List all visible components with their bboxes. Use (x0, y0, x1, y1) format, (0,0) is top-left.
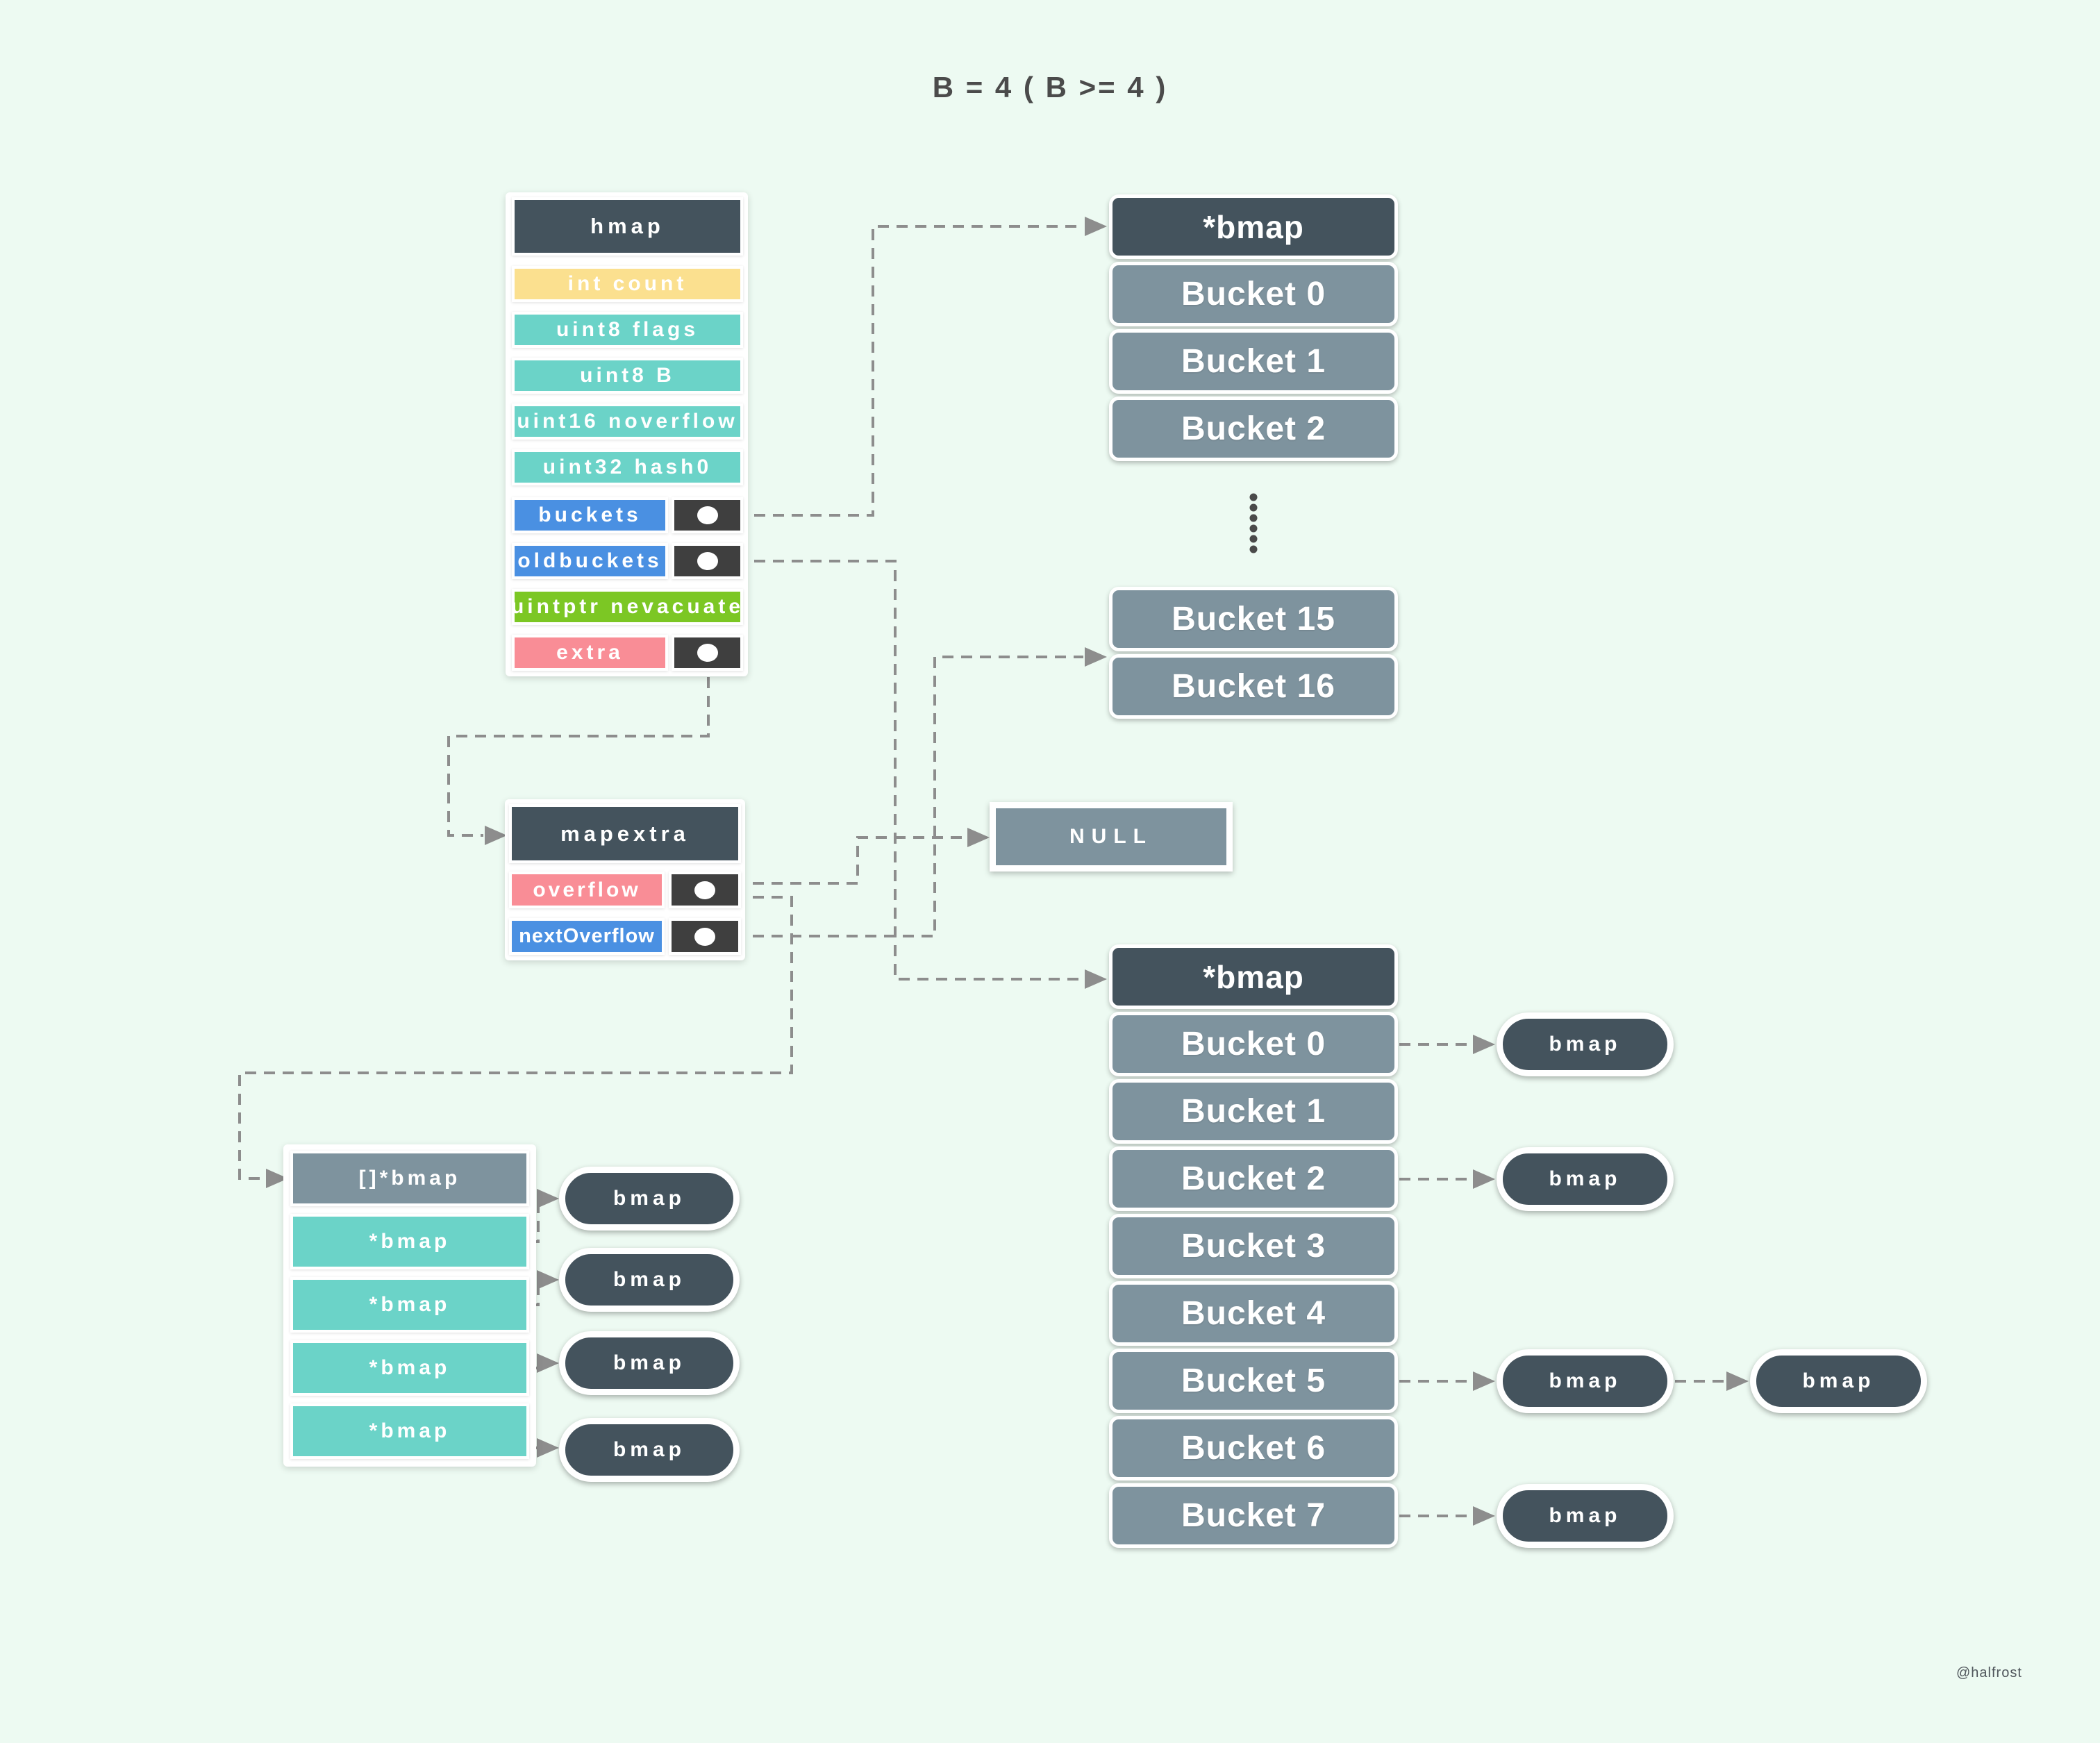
watermark: @halfrost (1956, 1665, 2022, 1681)
pointer-dot (697, 506, 718, 524)
bmap-node: bmap (559, 1331, 740, 1395)
wire-overflow-to-null (715, 836, 967, 885)
nextoverflow-pointer-cell (669, 918, 741, 955)
bmap-node: bmap (1497, 1147, 1674, 1211)
old-bucket-6: Bucket 6 (1109, 1416, 1398, 1481)
overflow-slot-1: *bmap (290, 1214, 529, 1269)
hmap-field-oldbuckets: oldbuckets (512, 543, 668, 579)
pointer-dot (694, 927, 715, 946)
wire-buckets-to-new-array (717, 225, 1083, 517)
bmap-node: bmap (559, 1418, 740, 1482)
old-bucket-7: Bucket 7 (1109, 1483, 1398, 1548)
hmap-field-flags: uint8 flags (512, 312, 743, 348)
bmap-node: bmap (559, 1248, 740, 1312)
wire-oldbuckets-to-old-array (717, 560, 1083, 981)
old-bucket-3: Bucket 3 (1109, 1214, 1398, 1278)
mapextra-field-nextoverflow: nextOverflow (509, 918, 665, 955)
old-bucket-5: Bucket 5 (1109, 1349, 1398, 1413)
oldbuckets-pointer-cell (672, 543, 743, 579)
bmap-node: bmap (1497, 1484, 1674, 1548)
pointer-dot (694, 881, 715, 899)
bmap-node: bmap (1497, 1349, 1674, 1413)
bmap-node: bmap (1750, 1349, 1927, 1413)
hmap-field-extra: extra (512, 635, 668, 671)
new-bucket-15: Bucket 15 (1109, 587, 1398, 651)
new-bucket-0: Bucket 0 (1109, 262, 1398, 326)
hmap-field-b: uint8 B (512, 358, 743, 394)
mapextra-field-overflow: overflow (509, 872, 665, 908)
overflow-slot-3: *bmap (290, 1340, 529, 1396)
hmap-field-count: int count (512, 266, 743, 302)
ellipsis-dots (1249, 493, 1258, 553)
overflow-slot-2: *bmap (290, 1277, 529, 1333)
old-bucket-1: Bucket 1 (1109, 1079, 1398, 1144)
hmap-header: hmap (512, 197, 743, 256)
diagram-title: B = 4 ( B >= 4 ) (932, 71, 1168, 103)
bmap-node: bmap (1497, 1012, 1674, 1076)
wire-nextoverflow-to-bucket16 (715, 656, 1083, 937)
old-bucket-2: Bucket 2 (1109, 1146, 1398, 1211)
new-bucket-1: Bucket 1 (1109, 329, 1398, 394)
new-array-header: *bmap (1109, 194, 1398, 259)
pointer-dot (697, 552, 718, 570)
hmap-field-buckets: buckets (512, 497, 668, 533)
hmap-field-hash0: uint32 hash0 (512, 449, 743, 485)
null-box: NULL (990, 802, 1233, 872)
pointer-dot (697, 644, 718, 662)
overflow-pointer-cell (669, 872, 741, 908)
old-array-header: *bmap (1109, 944, 1398, 1009)
bmap-node: bmap (559, 1167, 740, 1231)
buckets-pointer-cell (672, 497, 743, 533)
old-bucket-4: Bucket 4 (1109, 1281, 1398, 1346)
new-bucket-2: Bucket 2 (1109, 397, 1398, 461)
hmap-field-nevacuate: uintptr nevacuate (511, 589, 743, 625)
old-bucket-0: Bucket 0 (1109, 1012, 1398, 1076)
overflow-array-header: []*bmap (290, 1151, 529, 1206)
overflow-slot-4: *bmap (290, 1403, 529, 1459)
new-bucket-16: Bucket 16 (1109, 654, 1398, 719)
mapextra-header: mapextra (509, 804, 741, 863)
extra-pointer-cell (672, 635, 743, 671)
hmap-field-noverflow: uint16 noverflow (512, 403, 743, 440)
